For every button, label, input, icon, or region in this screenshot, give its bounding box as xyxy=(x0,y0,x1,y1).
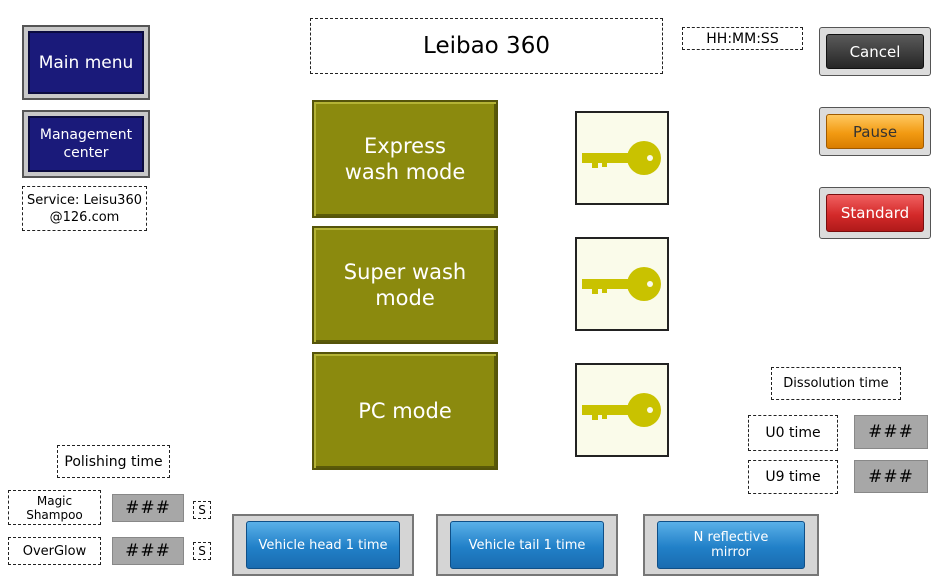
u9-time-value[interactable]: ### xyxy=(854,460,928,493)
express-wash-mode-button[interactable]: Express wash mode xyxy=(312,100,498,218)
management-center-button[interactable]: Management center xyxy=(22,110,150,178)
standard-label: Standard xyxy=(826,194,924,232)
u9-time-label: U9 time xyxy=(748,460,838,494)
cancel-label: Cancel xyxy=(826,34,924,69)
pc-mode-button[interactable]: PC mode xyxy=(312,352,498,470)
clock-display: HH:MM:SS xyxy=(682,27,803,50)
dissolution-time-label: Dissolution time xyxy=(771,367,901,400)
vehicle-tail-button[interactable]: Vehicle tail 1 time xyxy=(436,514,618,576)
main-menu-label: Main menu xyxy=(28,31,144,94)
standard-button[interactable]: Standard xyxy=(819,187,931,239)
pause-button[interactable]: Pause xyxy=(819,107,931,156)
key-icon xyxy=(575,237,669,331)
vehicle-tail-label: Vehicle tail 1 time xyxy=(450,521,604,569)
pause-label: Pause xyxy=(826,114,924,149)
key-icon xyxy=(575,111,669,205)
magic-shampoo-value[interactable]: ### xyxy=(112,494,184,522)
overglow-unit: S xyxy=(193,542,211,560)
u0-time-value[interactable]: ### xyxy=(854,415,928,449)
overglow-value[interactable]: ### xyxy=(112,537,184,565)
service-contact: Service: Leisu360@126.com xyxy=(22,186,147,231)
page-title: Leibao 360 xyxy=(310,18,663,74)
main-menu-button[interactable]: Main menu xyxy=(22,25,150,100)
key-icon xyxy=(575,363,669,457)
n-reflective-mirror-label: N reflective mirror xyxy=(657,521,805,569)
cancel-button[interactable]: Cancel xyxy=(819,27,931,76)
overglow-label: OverGlow xyxy=(8,537,101,565)
super-wash-mode-button[interactable]: Super wash mode xyxy=(312,226,498,344)
polishing-time-label: Polishing time xyxy=(57,445,170,478)
u0-time-label: U0 time xyxy=(748,415,838,451)
magic-shampoo-label: Magic Shampoo xyxy=(8,490,101,525)
magic-shampoo-unit: S xyxy=(193,501,211,519)
n-reflective-mirror-button[interactable]: N reflective mirror xyxy=(643,514,819,576)
management-center-label: Management center xyxy=(28,116,144,172)
vehicle-head-label: Vehicle head 1 time xyxy=(246,521,400,569)
vehicle-head-button[interactable]: Vehicle head 1 time xyxy=(232,514,414,576)
